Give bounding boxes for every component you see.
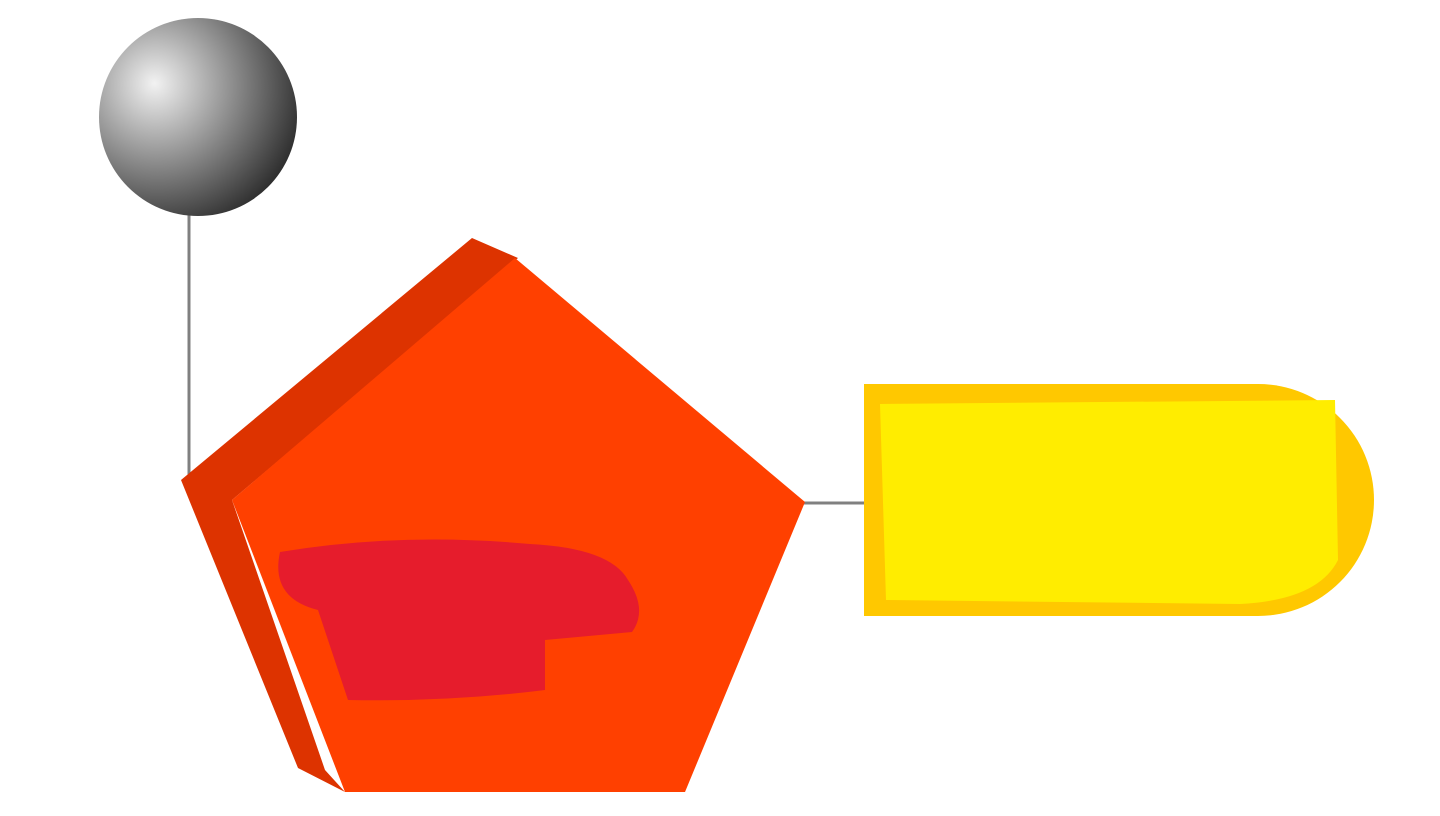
- pentagon-inner-mark: [278, 539, 640, 701]
- pentagon-bevel: [181, 238, 518, 792]
- capsule-inner: [880, 400, 1338, 604]
- phosphate-sphere-icon: [99, 18, 297, 216]
- sugar-pentagon-icon: [181, 238, 805, 792]
- base-capsule-icon: [864, 384, 1374, 616]
